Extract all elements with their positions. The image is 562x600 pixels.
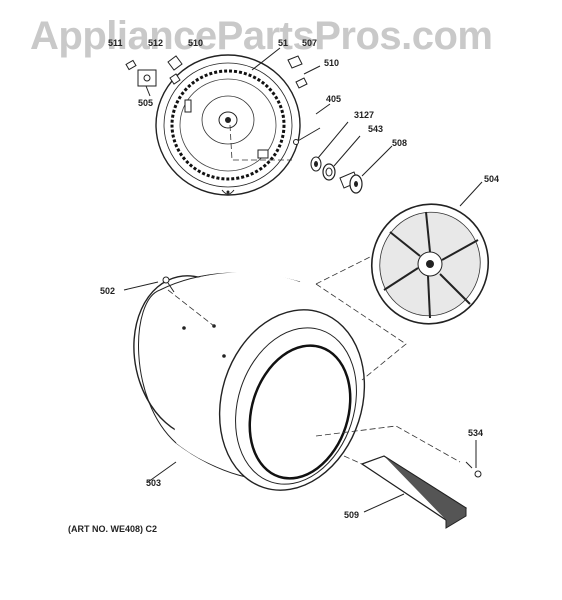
thermostat-parts <box>125 55 308 89</box>
callout-510: 510 <box>188 38 203 48</box>
callout-502: 502 <box>100 286 115 296</box>
callout-leaders <box>123 47 483 513</box>
screw-534 <box>465 461 482 478</box>
callout-543: 543 <box>368 124 383 134</box>
screw-405 <box>293 127 321 145</box>
callout-51: 51 <box>278 38 288 48</box>
callout-505: 505 <box>138 98 153 108</box>
drum-baffle-509 <box>360 455 468 529</box>
dryer-drum-503 <box>133 268 366 491</box>
callout-507: 507 <box>302 38 317 48</box>
callout-504: 504 <box>484 174 499 184</box>
front-panel-504 <box>370 203 490 325</box>
callout-534: 534 <box>468 428 483 438</box>
assembly-lines <box>167 124 461 465</box>
callout-512: 512 <box>148 38 163 48</box>
screw-502 <box>162 276 175 293</box>
callout-503: 503 <box>146 478 161 488</box>
callout-labels: 511 512 510 505 51 507 510 405 3127 543 … <box>100 38 499 520</box>
callout-511: 511 <box>108 38 123 48</box>
art-number-note: (ART NO. WE408) C2 <box>68 524 158 534</box>
callout-509: 509 <box>344 510 359 520</box>
shaft-bearing-assembly <box>310 156 363 194</box>
callout-508: 508 <box>392 138 407 148</box>
callout-510b: 510 <box>324 58 339 68</box>
watermark-logo: AppliancePartsPros.com <box>30 14 493 58</box>
callout-3127: 3127 <box>354 110 374 120</box>
callout-405: 405 <box>326 94 341 104</box>
